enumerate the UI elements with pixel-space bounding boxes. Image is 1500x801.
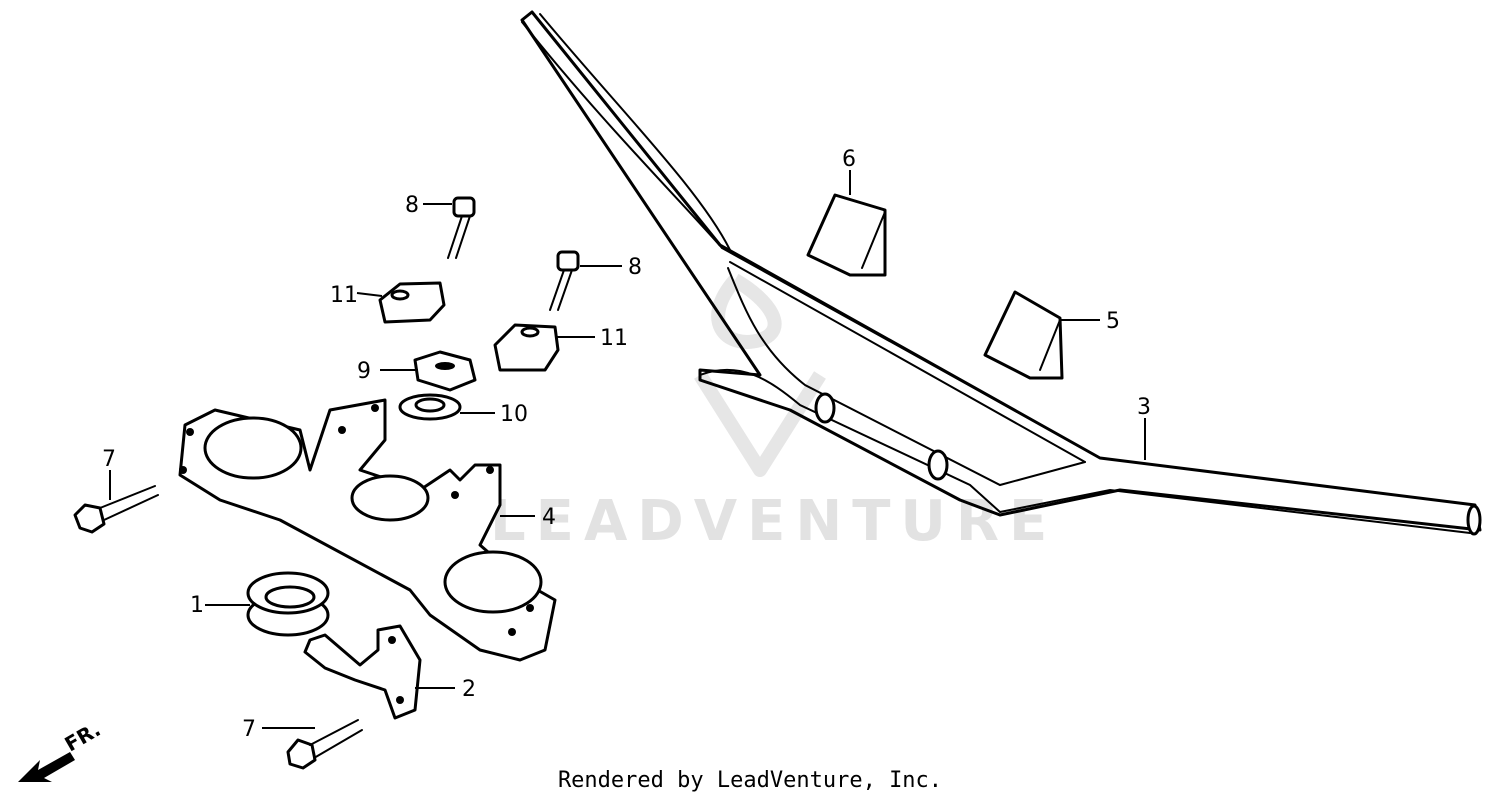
callout-7-left: 7 (102, 447, 116, 472)
fork-top-bridge (178, 398, 557, 662)
callout-1: 1 (190, 593, 204, 618)
callout-7-bottom: 7 (242, 717, 256, 742)
callout-6: 6 (842, 147, 856, 172)
handlebar (520, 10, 1482, 536)
handlebar-pad-5 (983, 290, 1064, 380)
callouts: 1 2 3 4 5 6 7 7 8 8 9 10 11 11 (102, 147, 1151, 742)
plate-2 (303, 624, 422, 720)
bolt-8-upper (447, 196, 476, 259)
callout-5: 5 (1106, 309, 1120, 334)
fr-label: FR. (61, 717, 105, 756)
handlebar-holder-11-right (493, 323, 560, 372)
callout-8-lower: 8 (628, 255, 642, 280)
nut-9 (413, 350, 477, 392)
callout-11-left: 11 (330, 283, 358, 308)
rendered-by-credit: Rendered by LeadVenture, Inc. (557, 768, 943, 793)
callout-11-right: 11 (600, 326, 628, 351)
callout-2: 2 (462, 677, 476, 702)
bolt-7-bottom (286, 719, 363, 770)
handlebar-pad-6 (806, 193, 887, 277)
bolt-8-lower (549, 250, 580, 311)
callout-10: 10 (500, 402, 528, 427)
bolt-7-left (73, 485, 159, 534)
washer-10 (398, 393, 462, 421)
collar-1 (246, 571, 330, 637)
leader-lines (109, 170, 1146, 729)
callout-9: 9 (357, 359, 371, 384)
handlebar-holder-11-left (378, 281, 446, 324)
callout-4: 4 (542, 505, 556, 530)
callout-8-upper: 8 (405, 193, 419, 218)
callout-3: 3 (1137, 395, 1151, 420)
leadventure-watermark: LEADVENTURE (490, 273, 1057, 554)
svg-text:LEADVENTURE: LEADVENTURE (490, 489, 1057, 554)
